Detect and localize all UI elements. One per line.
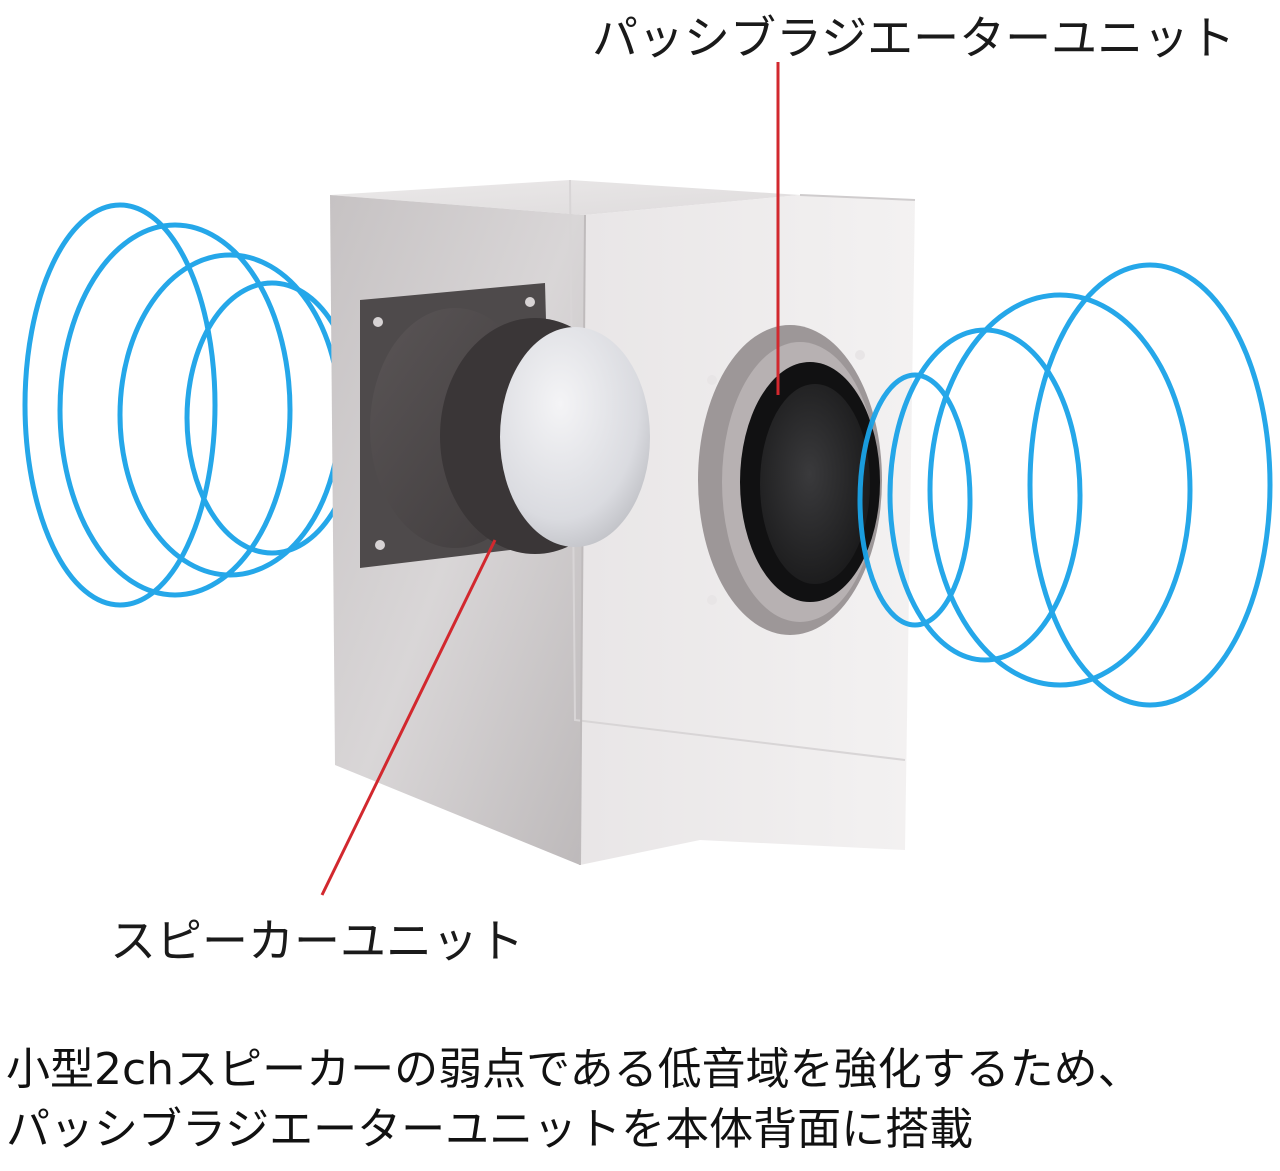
wave-left-2	[57, 222, 293, 598]
wave-right-4	[1027, 262, 1273, 708]
radiator-diaphragm	[760, 384, 870, 584]
wave-right-3	[927, 292, 1193, 688]
speaker-unit	[360, 283, 650, 568]
passive-radiator-label: パッシブラジエーターユニット	[592, 11, 1236, 65]
wave-right-1	[857, 372, 973, 628]
radiator-screw-hole	[707, 375, 717, 385]
sound-waves-right	[857, 262, 1273, 708]
driver-screw-hole	[525, 297, 535, 307]
cabinet-top-edge	[799, 194, 916, 201]
radiator-screw-hole	[707, 595, 717, 605]
driver-cap	[500, 327, 650, 547]
caption: 小型2chスピーカーの弱点である低音域を強化するため、 パッシブラジエーターユニ…	[6, 1040, 1276, 1160]
speaker-unit-label: スピーカーユニット	[110, 914, 524, 968]
passive-radiator-unit	[698, 325, 882, 635]
radiator-screw-hole	[855, 350, 865, 360]
driver-screw-hole	[373, 317, 383, 327]
cabinet-top	[330, 180, 800, 215]
speaker-unit-leader-line	[320, 539, 497, 896]
driver-screw-hole	[375, 540, 385, 550]
caption-line-2: パッシブラジエーターユニットを本体背面に搭載	[6, 1104, 974, 1155]
sound-waves-left	[22, 202, 360, 608]
wave-left-1	[22, 202, 218, 608]
caption-line-1: 小型2chスピーカーの弱点である低音域を強化するため、	[6, 1044, 1142, 1095]
